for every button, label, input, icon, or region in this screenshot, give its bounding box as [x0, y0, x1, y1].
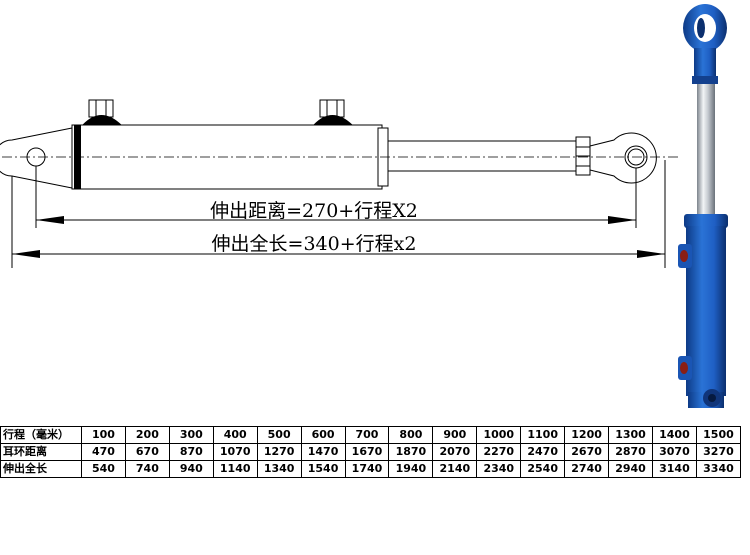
- dimension-lines: [11, 160, 666, 268]
- table-cell: 800: [388, 426, 434, 444]
- table-cell: 1200: [564, 426, 610, 444]
- table-cell: 2740: [564, 460, 610, 478]
- table-cell: 470: [81, 443, 126, 461]
- photo-rod: [697, 84, 715, 222]
- table-row: 耳环距离 470 670 870 1070 1270 1470 1670 187…: [0, 443, 742, 461]
- extended-length-label: 伸出全长=340+行程x2: [212, 233, 417, 255]
- stroke-spec-table: 行程（毫米） 100 200 300 400 500 600 700 800 9…: [0, 426, 742, 478]
- table-cell: 1670: [344, 443, 390, 461]
- table-cell: 2070: [432, 443, 478, 461]
- table-cell: 700: [344, 426, 390, 444]
- table-cell: 1270: [256, 443, 302, 461]
- table-cell: 1100: [520, 426, 566, 444]
- piston-rod: [387, 140, 577, 172]
- rear-port: [88, 99, 114, 118]
- table-cell: 3270: [695, 443, 742, 461]
- table-row: 伸出全长 540 740 940 1140 1340 1540 1740 194…: [0, 460, 742, 478]
- row-label: 行程（毫米）: [0, 426, 82, 444]
- front-eye: [589, 132, 657, 184]
- table-cell: 540: [81, 460, 126, 478]
- row-label: 伸出全长: [0, 460, 82, 478]
- table-cell: 200: [124, 426, 170, 444]
- table-cell: 1470: [300, 443, 346, 461]
- table-cell: 1870: [388, 443, 434, 461]
- front-port: [319, 99, 345, 118]
- table-row: 行程（毫米） 100 200 300 400 500 600 700 800 9…: [0, 426, 742, 444]
- table-cell: 740: [124, 460, 170, 478]
- table-cell: 2870: [608, 443, 653, 461]
- table-cell: 1940: [388, 460, 434, 478]
- table-cell: 870: [168, 443, 214, 461]
- table-cell: 900: [432, 426, 478, 444]
- table-cell: 3340: [695, 460, 742, 478]
- table-cell: 300: [168, 426, 214, 444]
- row-label: 耳环距离: [0, 443, 82, 461]
- table-cell: 1340: [256, 460, 302, 478]
- photo-barrel: [686, 226, 726, 396]
- table-cell: 500: [256, 426, 302, 444]
- table-cell: 3070: [651, 443, 697, 461]
- table-cell: 1300: [608, 426, 653, 444]
- extension-distance-label: 伸出距离=270+行程X2: [210, 200, 418, 222]
- table-cell: 100: [81, 426, 126, 444]
- cylinder-diagram: 伸出距离=270+行程X2 伸出全长=340+行程x2: [0, 4, 728, 408]
- table-cell: 1540: [300, 460, 346, 478]
- cylinder-line-drawing: [0, 99, 657, 190]
- table-cell: 1500: [695, 426, 742, 444]
- hydraulic-cylinder-photo: [678, 4, 728, 408]
- table-cell: 400: [212, 426, 258, 444]
- table-cell: 1740: [344, 460, 390, 478]
- table-cell: 1070: [212, 443, 258, 461]
- table-cell: 670: [124, 443, 170, 461]
- table-cell: 2340: [476, 460, 522, 478]
- table-cell: 940: [168, 460, 214, 478]
- table-cell: 1400: [651, 426, 697, 444]
- table-cell: 2140: [432, 460, 478, 478]
- table-cell: 2470: [520, 443, 566, 461]
- table-cell: 2540: [520, 460, 566, 478]
- table-cell: 600: [300, 426, 346, 444]
- table-cell: 1140: [212, 460, 258, 478]
- table-cell: 1000: [476, 426, 522, 444]
- table-cell: 3140: [651, 460, 697, 478]
- table-cell: 2270: [476, 443, 522, 461]
- table-cell: 2940: [608, 460, 653, 478]
- table-cell: 2670: [564, 443, 610, 461]
